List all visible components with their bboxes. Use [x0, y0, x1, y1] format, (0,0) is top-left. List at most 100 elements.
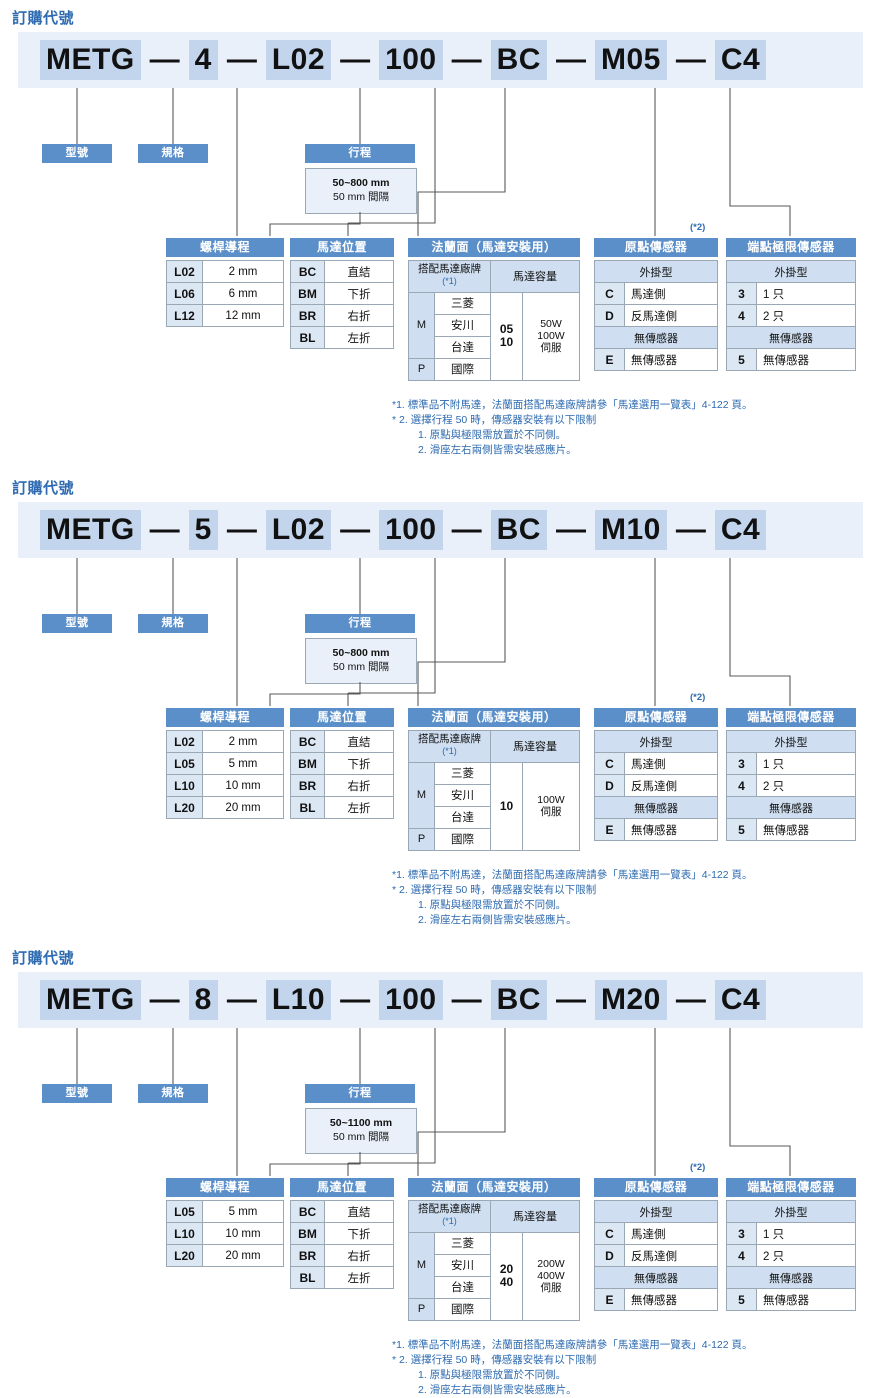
origin-sensor-code-1: C	[594, 1222, 625, 1245]
table-row: 外掛型	[726, 260, 856, 283]
table-head-flange: 法蘭面（馬達安裝用）	[408, 1178, 580, 1197]
lead-value-3: 12 mm	[202, 304, 284, 327]
flange-capacity-header: 馬達容量	[490, 260, 580, 293]
flange-brand-yaskawa: 安川	[434, 1253, 491, 1277]
motor-position-value-3: 右折	[324, 304, 394, 327]
motor-position-code-2: BM	[290, 752, 325, 775]
motor-position-value-4: 左折	[324, 326, 394, 349]
stroke-range-value: 50~800 mm	[332, 177, 390, 189]
footnotes: *1. 標準品不附馬達，法蘭面搭配馬達廠牌請參「馬達選用一覽表」4-122 頁。…	[392, 868, 753, 928]
lead-code-3: L20	[166, 1244, 203, 1267]
lead-code-1: L05	[166, 1200, 203, 1223]
flange-brand-code-p: P	[408, 827, 435, 851]
limit-sensor-none-header: 無傳感器	[726, 326, 856, 349]
origin-sensor-value-none: 無傳感器	[624, 1288, 718, 1311]
lead-code-3: L10	[166, 774, 203, 797]
label-model: 型號	[42, 144, 112, 163]
code-dash: —	[675, 983, 706, 1016]
limit-sensor-value-none: 無傳感器	[756, 818, 856, 841]
origin-sensor-code-1: C	[594, 282, 625, 305]
origin-sensor-external-header: 外掛型	[594, 260, 718, 283]
footnote-marker-2: (*2)	[690, 692, 706, 703]
footnote-2a: 1. 原點與極限需放置於不同側。	[418, 429, 567, 441]
code-dash: —	[149, 43, 180, 76]
flange-brand-delta: 台達	[434, 335, 491, 359]
table-row: 外掛型	[594, 730, 718, 753]
lead-code-1: L02	[166, 260, 203, 283]
lead-value-2: 6 mm	[202, 282, 284, 305]
table-head-limit-sensor: 端點極限傳感器	[726, 708, 856, 727]
label-spec: 規格	[138, 1084, 208, 1103]
section-title: 訂購代號	[12, 10, 75, 27]
lead-code-4: L20	[166, 796, 203, 819]
motor-position-code-1: BC	[290, 730, 325, 753]
origin-sensor-external-header: 外掛型	[594, 730, 718, 753]
flange-brand-panasonic: 國際	[434, 1297, 491, 1321]
table-row: 安川	[409, 783, 580, 807]
limit-sensor-value-2: 2 只	[756, 1244, 856, 1267]
table-row: 無傳感器	[726, 326, 856, 349]
motor-position-code-4: BL	[290, 1266, 325, 1289]
origin-sensor-code-1: C	[594, 752, 625, 775]
origin-sensor-value-2: 反馬達側	[624, 304, 718, 327]
label-stroke: 行程	[305, 614, 415, 633]
table-row: 安川	[409, 1253, 580, 1277]
table-head-flange: 法蘭面（馬達安裝用）	[408, 238, 580, 257]
motor-position-code-3: BR	[290, 1244, 325, 1267]
table-row: 外掛型	[594, 260, 718, 283]
table-row: 無傳感器	[726, 796, 856, 819]
lead-value-3: 20 mm	[202, 1244, 284, 1267]
code-segment-4: 100	[379, 980, 443, 1020]
code-segment-7: C4	[714, 510, 767, 550]
origin-sensor-code-none: E	[594, 1288, 625, 1311]
limit-sensor-code-none: 5	[726, 818, 757, 841]
code-segment-1: METG	[40, 40, 141, 80]
footnote-2: * 2. 選擇行程 50 時，傳感器安裝有以下限制	[392, 884, 597, 896]
origin-sensor-code-none: E	[594, 348, 625, 371]
code-dash: —	[451, 43, 482, 76]
footnote-1: *1. 標準品不附馬達，法蘭面搭配馬達廠牌請參「馬達選用一覽表」4-122 頁。	[392, 399, 753, 411]
code-dash: —	[555, 983, 586, 1016]
code-segment-4: 100	[379, 40, 443, 80]
limit-sensor-external-header: 外掛型	[726, 1200, 856, 1223]
flange-brand-yaskawa: 安川	[434, 783, 491, 807]
footnote-2: * 2. 選擇行程 50 時，傳感器安裝有以下限制	[392, 414, 597, 426]
lead-value-2: 10 mm	[202, 1222, 284, 1245]
motor-position-code-2: BM	[290, 282, 325, 305]
stroke-interval-value: 50 mm 間隔	[332, 661, 389, 673]
code-segment-2: 4	[188, 40, 218, 80]
table-row: 搭配馬達廠牌 (*1)馬達容量	[408, 1200, 580, 1233]
code-segment-7: C4	[714, 980, 767, 1020]
lead-code-1: L02	[166, 730, 203, 753]
code-dash: —	[451, 983, 482, 1016]
table-row: 外掛型	[726, 730, 856, 753]
motor-position-value-3: 右折	[324, 774, 394, 797]
